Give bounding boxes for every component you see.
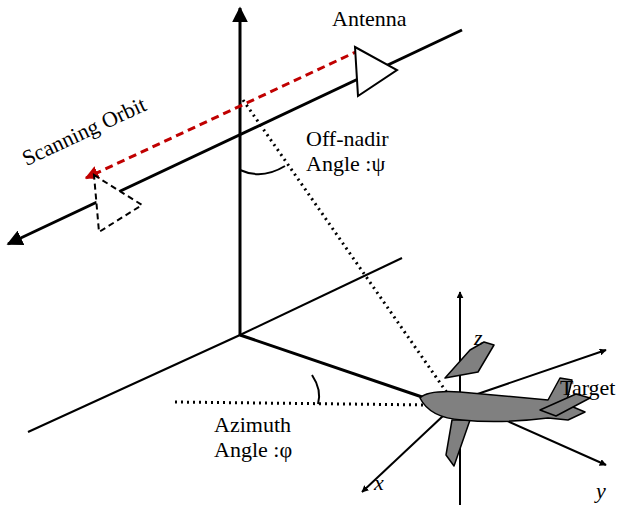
azimuth-label: Azimuth Angle :φ	[214, 412, 314, 463]
axis-label: y	[596, 478, 606, 503]
off-nadir-label: Off-nadir Angle :ψ	[306, 126, 416, 177]
target-label: Target	[560, 375, 615, 400]
axis-label: z	[474, 325, 483, 350]
axis-label: x	[374, 470, 384, 495]
antenna-label: Antenna	[332, 6, 407, 31]
